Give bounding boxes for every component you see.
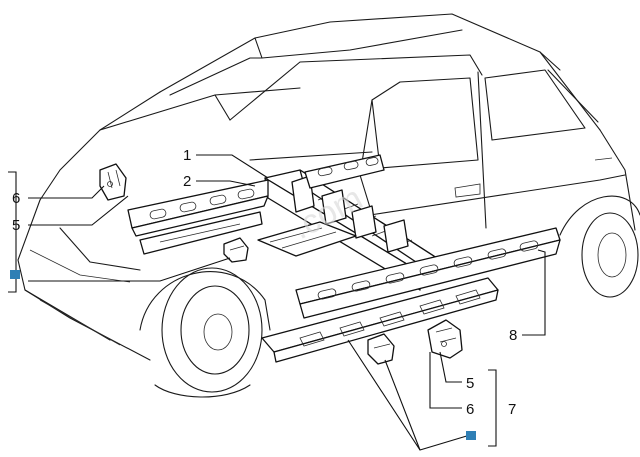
leader-lines	[8, 154, 546, 451]
part-outer-sill	[261, 277, 499, 363]
callout-8: 8	[509, 327, 517, 344]
car-outline	[17, 13, 640, 398]
group-marker-left-icon	[10, 270, 20, 279]
part-floor-tunnel	[257, 169, 441, 291]
group-marker-right-icon	[466, 431, 476, 440]
callout-5-left: 5	[12, 217, 20, 234]
bracket-left-lower	[223, 237, 249, 263]
callout-6-right: 6	[466, 401, 474, 418]
callout-7: 7	[508, 401, 516, 418]
callout-5-right: 5	[466, 375, 474, 392]
callout-2: 2	[183, 173, 191, 190]
part-right-sill	[295, 227, 561, 319]
bracket-right-b	[427, 319, 463, 359]
part-left-rail	[127, 154, 385, 255]
bracket-right-a	[367, 333, 395, 365]
callout-6-left: 6	[12, 190, 20, 207]
callout-1: 1	[183, 147, 191, 164]
bracket-left-upper	[99, 163, 127, 201]
